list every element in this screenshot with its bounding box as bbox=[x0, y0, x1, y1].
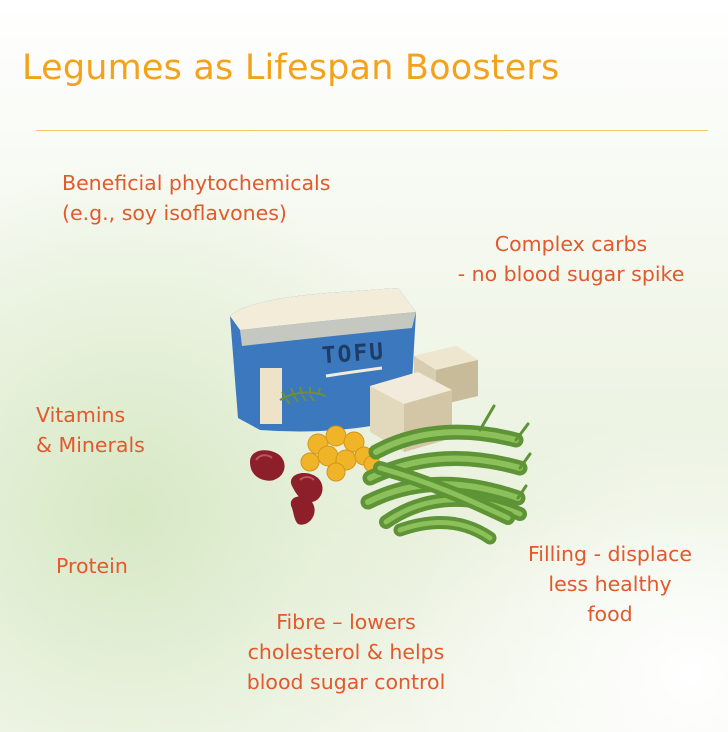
label-phytochemicals: Beneficial phytochemicals (e.g., soy iso… bbox=[62, 171, 331, 225]
label-complex-carbs: Complex carbs - no blood sugar spike bbox=[457, 232, 685, 286]
title-divider bbox=[36, 130, 708, 131]
label-fibre: Fibre – lowers cholesterol & helps blood… bbox=[246, 610, 446, 694]
label-protein: Protein bbox=[56, 554, 128, 578]
chickpea-icon bbox=[300, 425, 381, 482]
green-bean-icon bbox=[360, 404, 532, 545]
label-filling: Filling - displace less healthy food bbox=[527, 542, 693, 626]
tofu-package-label: TOFU bbox=[321, 339, 386, 369]
legumes-illustration: TOFU bbox=[230, 288, 532, 545]
page-title: Legumes as Lifespan Boosters bbox=[22, 48, 560, 88]
label-vitamins-minerals: Vitamins & Minerals bbox=[36, 403, 145, 457]
kidney-bean-icon bbox=[250, 450, 323, 525]
tofu-package-icon: TOFU bbox=[230, 288, 416, 432]
